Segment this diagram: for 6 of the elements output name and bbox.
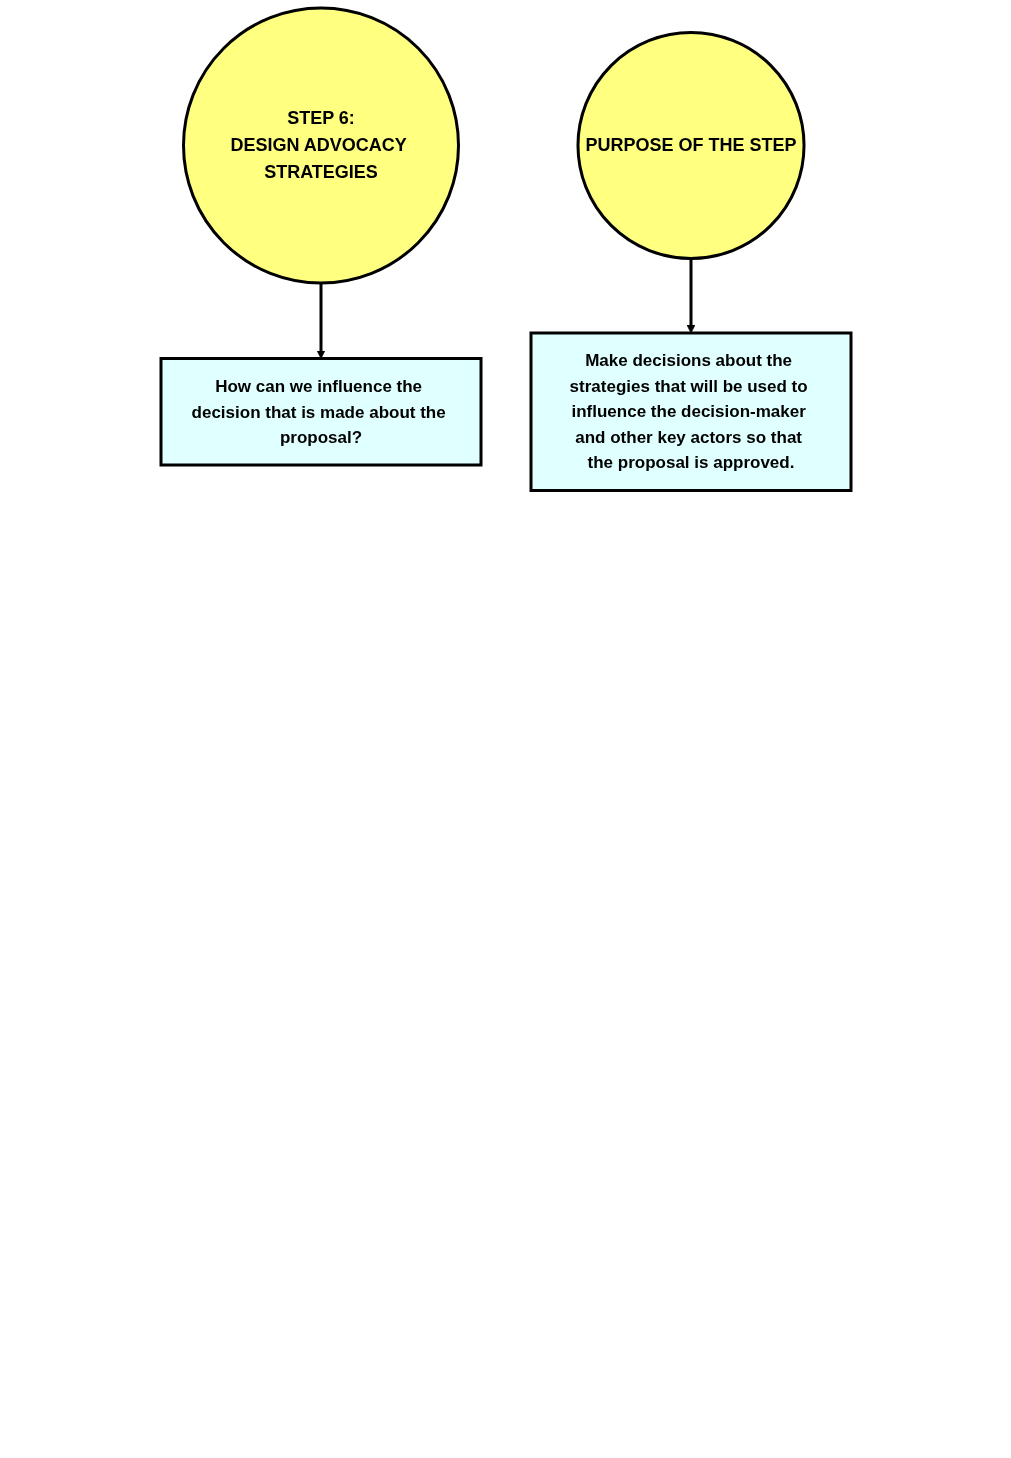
arrow xyxy=(686,258,695,334)
node-circle: STEP 6: DESIGN ADVOCACY STRATEGIES xyxy=(181,6,460,285)
arrow xyxy=(316,283,325,359)
node-box: Make decisions about the strategies that will be used to influence the decision-maker and other key actors so that the proposal is approved. xyxy=(529,331,852,492)
node-box: How can we influence the decision that is made about the proposal? xyxy=(159,357,482,467)
node-circle: PURPOSE OF THE STEP xyxy=(576,30,805,260)
